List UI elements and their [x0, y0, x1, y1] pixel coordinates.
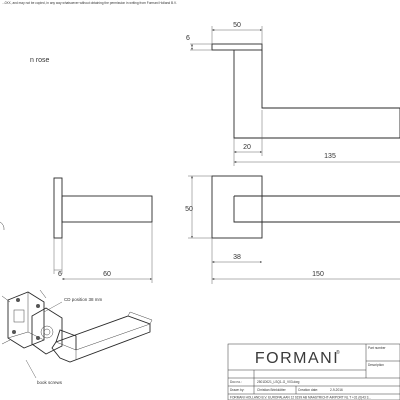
lever-front-outline [233, 195, 400, 223]
copyright-notice: ...0XX, and may not be copied, in any wa… [2, 1, 177, 5]
partial-arc [0, 221, 5, 231]
dim-lever-length-side: 135 [324, 153, 336, 160]
dim-rose-width-top: 50 [233, 22, 241, 29]
doc-no-label: Doc no.: [230, 380, 242, 384]
drawn-by-label: Drawn by: [230, 388, 244, 392]
dim-neck-front: 38 [233, 254, 241, 261]
title-block: FORMANI ® Part number Description Doc no… [227, 343, 400, 400]
description-label: Description [368, 363, 384, 367]
dim-rose-thickness-top: 6 [186, 35, 190, 42]
dim-neck-offset: 20 [243, 144, 251, 151]
creation-date-label: Creation date: [298, 388, 318, 392]
dim-rose-height: 50 [185, 206, 193, 213]
rose-plate-top [211, 43, 263, 51]
side-view: 6 60 [0, 177, 153, 283]
creation-date-value: 2-9-2016 [330, 388, 343, 392]
part-number-label: Part number [368, 346, 386, 350]
dim-rose-thickness-bottom: 6 [58, 271, 62, 278]
dim-lever-length-front: 150 [312, 271, 324, 278]
drawn-by-value: Christian Brinkkötter [257, 388, 287, 392]
doc-no-value: 2501D021_LSQ1-G_V03.dwg [257, 380, 300, 384]
brand-logo: FORMANI [255, 350, 339, 367]
top-view: 50 6 20 135 [186, 22, 400, 166]
spindle-side [61, 195, 153, 223]
title-block-footer: FORMANI HOLLAND B.V. EUROPALAAN 12 6199 … [230, 396, 371, 400]
front-view: 50 38 150 [185, 175, 400, 284]
callout-book-screws: book screws [37, 380, 63, 385]
dim-projection: 60 [103, 271, 111, 278]
exploded-isometric-view: CD position 38 mm book screws [1, 289, 153, 385]
lever-top-outline [233, 50, 400, 139]
brand-registered-mark: ® [336, 349, 340, 356]
drawing-subtitle: n rose [30, 57, 50, 64]
callout-cd-position: CD position 38 mm [64, 297, 103, 302]
rose-front [211, 175, 263, 239]
rose-side [53, 177, 63, 239]
